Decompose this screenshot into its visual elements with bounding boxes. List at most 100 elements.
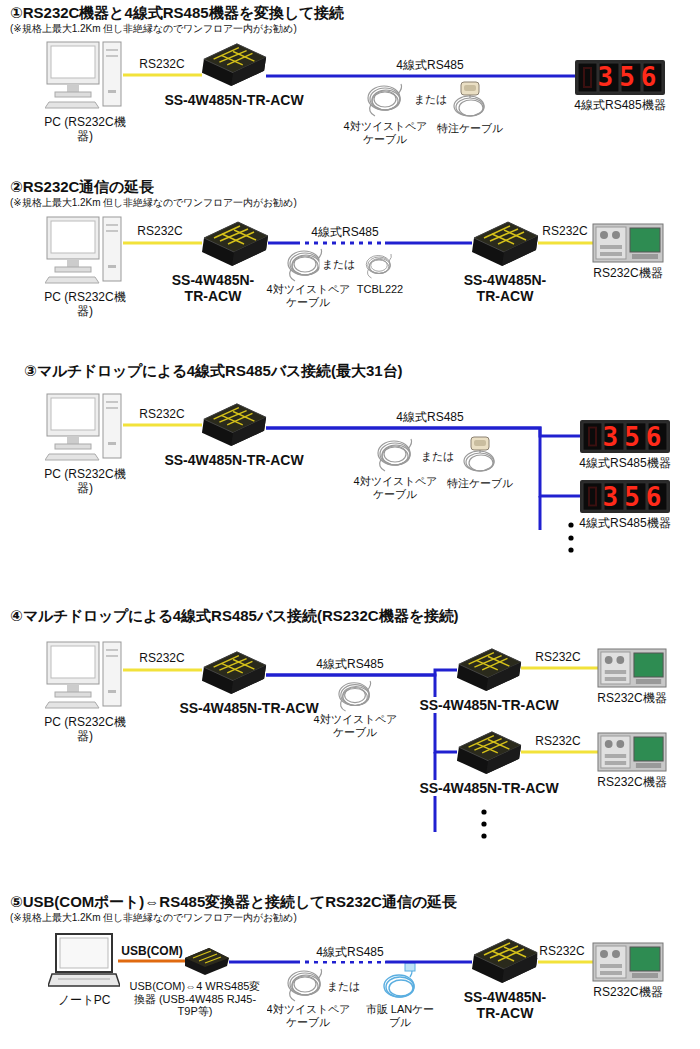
converter-icon: SS-4W485N-TR-ACW (455, 645, 523, 693)
note-text: (※規格上最大1.2Km 但し非絶縁なのでワンフロア一内がお勧め) (8, 912, 299, 924)
signal-label: RS232C (137, 651, 186, 665)
converter-icon: SS-4W485N-TR-ACW (200, 40, 268, 88)
icon-art (45, 640, 125, 712)
custom-cable (464, 437, 494, 471)
cable-label: 4対ツイストペア ケーブル (350, 475, 440, 500)
device-label: 4線式RS485機器 (572, 99, 667, 113)
device-label: 4線式RS485機器 (577, 517, 672, 531)
converter-icon: SS-4W485N-TR-ACW (455, 728, 523, 776)
twisted-pair-cable (288, 249, 322, 281)
section-heading: ③マルチドロップによる4線式RS485バス接続(最大31台) (22, 362, 405, 379)
icon-art (200, 40, 268, 88)
icon-art (200, 648, 268, 696)
device-label: PC (RS232C機器) (36, 716, 135, 744)
cable-line (521, 751, 599, 754)
device-label: RS232C機器 (595, 776, 668, 790)
led-display: 3564線式RS485機器 (575, 60, 665, 95)
lan-cable (384, 963, 415, 997)
model-name: SS-4W485N-TR-ACW (417, 780, 560, 796)
signal-label: 4線式RS485 (314, 944, 385, 961)
model-name: SS-4W485N-TR-ACW (417, 697, 560, 713)
cable-label: 4対ツイストペア ケーブル (340, 120, 430, 145)
icon-art (48, 932, 120, 990)
icon-art (45, 392, 125, 464)
device-label: USB(COM)⇔4 WRS485変換器 (USB-4W485 RJ45-T9P… (123, 980, 267, 1018)
cable-line (538, 242, 594, 245)
device-label: RS232C機器 (595, 692, 668, 706)
converter-icon: SS-4W485N- TR-ACW (200, 218, 270, 268)
twisted-pair-cable (368, 84, 402, 116)
icon-art (597, 732, 667, 772)
signal-label: RS232C (135, 224, 184, 238)
device-label: 4線式RS485機器 (577, 457, 672, 471)
icon-art (455, 728, 523, 776)
signal-label: 4線式RS485 (394, 57, 465, 74)
icon-art (45, 40, 125, 112)
section-heading: ①RS232C機器と4線式RS485機器を変換して接続 (8, 4, 346, 21)
twisted-pair-cable (378, 439, 412, 471)
converter-icon: SS-4W485N-TR-ACW (200, 400, 268, 448)
twisted-pair-cable (288, 969, 322, 1001)
icon-art (592, 942, 664, 982)
model-name: SS-4W485N- TR-ACW (453, 989, 557, 1021)
cable-label: または (320, 258, 357, 271)
signal-label: RS232C (540, 224, 589, 238)
signal-label: USB(COM) (119, 944, 184, 958)
cable-line (538, 961, 594, 964)
cable-label: TCBL222 (355, 283, 405, 296)
display-digits: 356 (602, 480, 668, 513)
cable-line (123, 74, 202, 77)
section-heading: ②RS232C通信の延長 (8, 178, 156, 195)
signal-label: 4線式RS485 (314, 656, 385, 673)
icon-art (200, 218, 270, 268)
icon-art (45, 215, 125, 287)
bus-stub (539, 496, 542, 530)
display-digits: 356 (602, 420, 668, 453)
custom-cable (454, 82, 484, 116)
pc-icon: PC (RS232C機器) (45, 392, 125, 464)
cable-label: 市販 LANケーブル (363, 1003, 437, 1028)
device-label: PC (RS232C機器) (36, 116, 135, 144)
cable-label: 特注ケーブル (435, 122, 505, 135)
signal-label: RS232C (137, 57, 186, 71)
cable-label: 4対ツイストペア ケーブル (263, 1003, 353, 1028)
device-label: PC (RS232C機器) (36, 291, 135, 319)
led-display: 3564線式RS485機器 (580, 420, 670, 453)
cable-label: または (419, 450, 456, 463)
device-label: PC (RS232C機器) (36, 468, 135, 496)
cable-line (123, 669, 202, 672)
converter-icon: SS-4W485N- TR-ACW (470, 935, 540, 985)
model-name: SS-4W485N- TR-ACW (161, 272, 265, 304)
device-label: RS232C機器 (591, 267, 664, 281)
icon-art (183, 946, 231, 976)
cable-line (123, 424, 202, 427)
cable-label: または (412, 93, 449, 106)
rs232c-device: RS232C機器 (597, 648, 667, 688)
signal-label: RS232C (533, 734, 582, 748)
icon-art (597, 648, 667, 688)
section-heading: ⑤USB(COMポート)⇔RS485変換器と接続してRS232C通信の延長 (8, 893, 459, 910)
converter-icon: SS-4W485N-TR-ACW (200, 648, 268, 696)
device-label: ノートPC (56, 994, 113, 1008)
note-text: (※規格上最大1.2Km 但し非絶縁なのでワンフロア一内がお勧め) (8, 197, 299, 209)
cable-line (118, 960, 185, 963)
cable-line (268, 242, 472, 245)
model-name: SS-4W485N-TR-ACW (162, 452, 305, 468)
signal-label: 4線式RS485 (309, 224, 380, 241)
cable-label: 4対ツイストペア ケーブル (263, 283, 353, 308)
dash-gap (300, 241, 385, 246)
led-display: 3564線式RS485機器 (580, 480, 670, 513)
signal-label: RS232C (137, 407, 186, 421)
icon-art (592, 223, 664, 263)
cable-line (123, 242, 202, 245)
note-text: (※規格上最大1.2Km 但し非絶縁なのでワンフロア一内がお勧め) (8, 23, 299, 35)
display-digits: 356 (597, 60, 663, 95)
signal-label: 4線式RS485 (394, 409, 465, 426)
cable-label: または (325, 980, 362, 993)
twisted-pair-cable (339, 681, 371, 711)
section-heading: ④マルチドロップによる4線式RS485バス接続(RS232C機器を接続) (8, 607, 461, 624)
signal-label: RS232C (533, 650, 582, 664)
cable-label: 特注ケーブル (445, 477, 515, 490)
cable-label: 4対ツイストペア ケーブル (310, 713, 400, 738)
laptop-icon: ノートPC (48, 932, 120, 990)
